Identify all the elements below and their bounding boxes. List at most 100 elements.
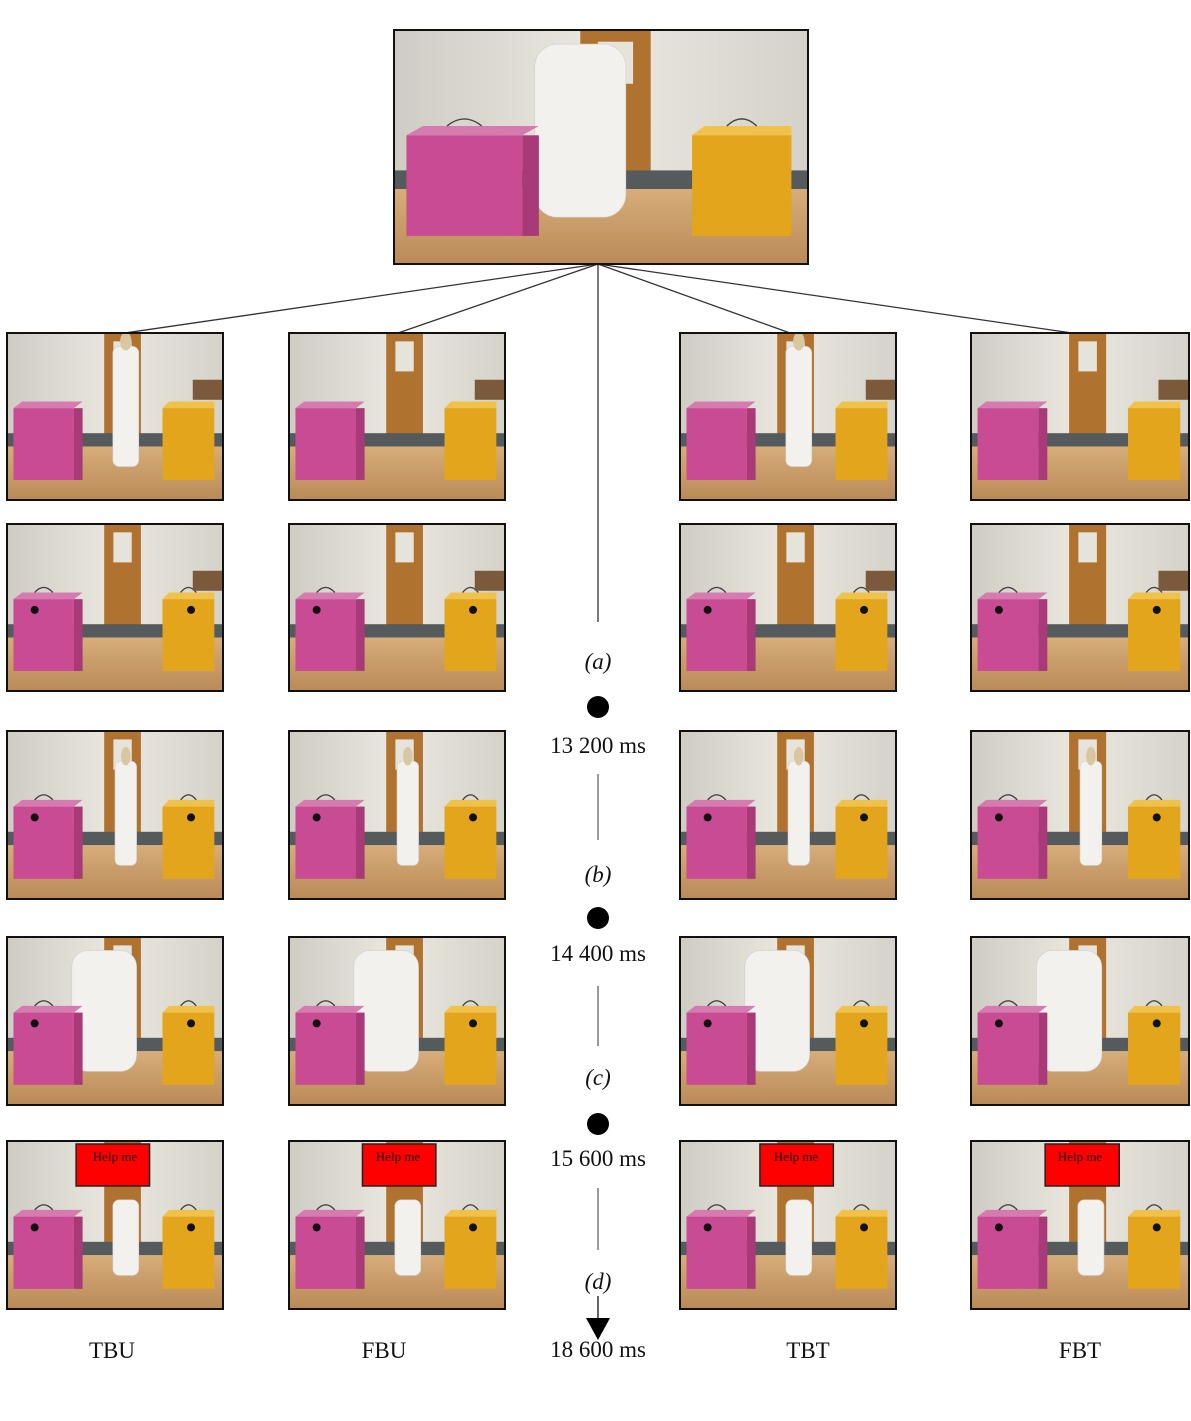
yellow-box-top: [162, 401, 215, 409]
yellow-box-top: [162, 1005, 215, 1013]
yellow-box-handle: [1145, 794, 1163, 801]
helper-arm: [192, 570, 223, 591]
pink-box-handle: [316, 1000, 336, 1007]
connector-line-5: [597, 263, 1073, 334]
yellow-box: [692, 135, 792, 236]
pink-box: [295, 1216, 356, 1289]
yellow-box-top: [835, 799, 888, 807]
helper-arm: [865, 570, 896, 591]
person-body: [785, 1199, 813, 1276]
pink-box-side: [746, 408, 756, 480]
yellow-box-lock: [187, 1019, 196, 1028]
person-head: [120, 332, 132, 351]
scene-tbu-row-2: [6, 523, 224, 692]
pink-box-side: [355, 806, 365, 879]
pink-box: [977, 806, 1039, 879]
help-me-label-tbu: Help me: [92, 1149, 138, 1164]
panel-frame: [6, 332, 224, 501]
yellow-box: [1127, 408, 1181, 480]
person-body: [114, 760, 137, 866]
helper-arm: [1158, 379, 1189, 400]
column-label-tbu: TBU: [89, 1338, 135, 1363]
pink-box-top: [295, 799, 365, 807]
scene-tbt-row-3: [679, 730, 897, 900]
scene-fbu-row-1: [288, 332, 506, 501]
pink-box-lock: [312, 1019, 321, 1028]
pink-box: [295, 1012, 356, 1085]
help-sign: [361, 1143, 437, 1187]
pink-box-top: [686, 401, 756, 409]
panel-frame: [6, 1140, 224, 1310]
connector-line-2: [397, 263, 599, 334]
pink-box-side: [73, 806, 83, 879]
yellow-box-handle: [462, 586, 479, 593]
help-sign: [75, 1143, 151, 1187]
pink-box-top: [977, 1209, 1048, 1217]
yellow-box-top: [444, 592, 497, 600]
pink-box-handle: [316, 794, 336, 801]
timeline-dot-3: [587, 1113, 609, 1135]
yellow-box-top: [1127, 1005, 1181, 1013]
yellow-box-top: [692, 125, 792, 136]
pink-box-lock: [994, 1019, 1003, 1028]
scene-fbu-row-4: [288, 936, 506, 1106]
panel-frame: [6, 730, 224, 900]
yellow-box-handle: [462, 794, 479, 801]
pink-box-lock: [994, 605, 1003, 614]
panel-frame: [970, 730, 1190, 900]
pink-box-lock: [30, 605, 39, 614]
pink-box-handle: [34, 586, 54, 593]
pink-box-side: [1038, 1012, 1048, 1085]
yellow-box: [444, 408, 497, 480]
person-body: [785, 346, 813, 467]
timeline: [586, 696, 610, 1340]
help-sign: [1044, 1143, 1120, 1187]
scene-top: [393, 29, 809, 265]
yellow-box: [835, 408, 888, 480]
person-body: [534, 43, 627, 218]
pink-box-lock: [30, 813, 39, 822]
timeline-dot-1: [587, 696, 609, 718]
pink-box-handle: [707, 586, 727, 593]
person-body: [394, 1199, 422, 1276]
time-label-2: 14 400 ms: [550, 941, 646, 966]
scene-tbu-row-3: [6, 730, 224, 900]
person-body: [112, 346, 140, 467]
pink-box: [977, 599, 1039, 671]
yellow-box-handle: [1145, 1000, 1163, 1007]
scene-fbu-row-2: [288, 523, 506, 692]
helper-arm: [474, 379, 505, 400]
yellow-box-lock: [187, 1223, 196, 1232]
pink-box: [13, 408, 74, 480]
yellow-box-handle: [853, 794, 870, 801]
yellow-box-lock: [469, 813, 478, 822]
panel-frame: [679, 332, 897, 501]
yellow-box-lock: [1152, 1019, 1161, 1028]
pink-box-side: [355, 408, 365, 480]
pink-box-lock: [703, 1019, 712, 1028]
door-window: [786, 532, 805, 563]
person-head: [794, 746, 804, 766]
panel-frame: [288, 1140, 506, 1310]
person-body: [1079, 760, 1103, 866]
pink-box-side: [1038, 1216, 1048, 1289]
pink-box-lock: [703, 1223, 712, 1232]
yellow-box-handle: [1145, 586, 1163, 593]
column-label-tbt: TBT: [786, 1338, 830, 1363]
pink-box: [686, 806, 747, 879]
pink-box-lock: [703, 813, 712, 822]
pink-box-top: [977, 1005, 1048, 1013]
pink-box: [13, 806, 74, 879]
pink-box: [295, 806, 356, 879]
person-body: [396, 760, 419, 866]
pink-box-top: [13, 799, 83, 807]
panel-frame: [970, 1140, 1190, 1310]
pink-box-top: [686, 592, 756, 600]
pink-box-handle: [34, 794, 54, 801]
yellow-box-lock: [469, 605, 478, 614]
panel-frame: [679, 936, 897, 1106]
yellow-box-lock: [860, 1223, 869, 1232]
pink-box: [406, 135, 523, 236]
